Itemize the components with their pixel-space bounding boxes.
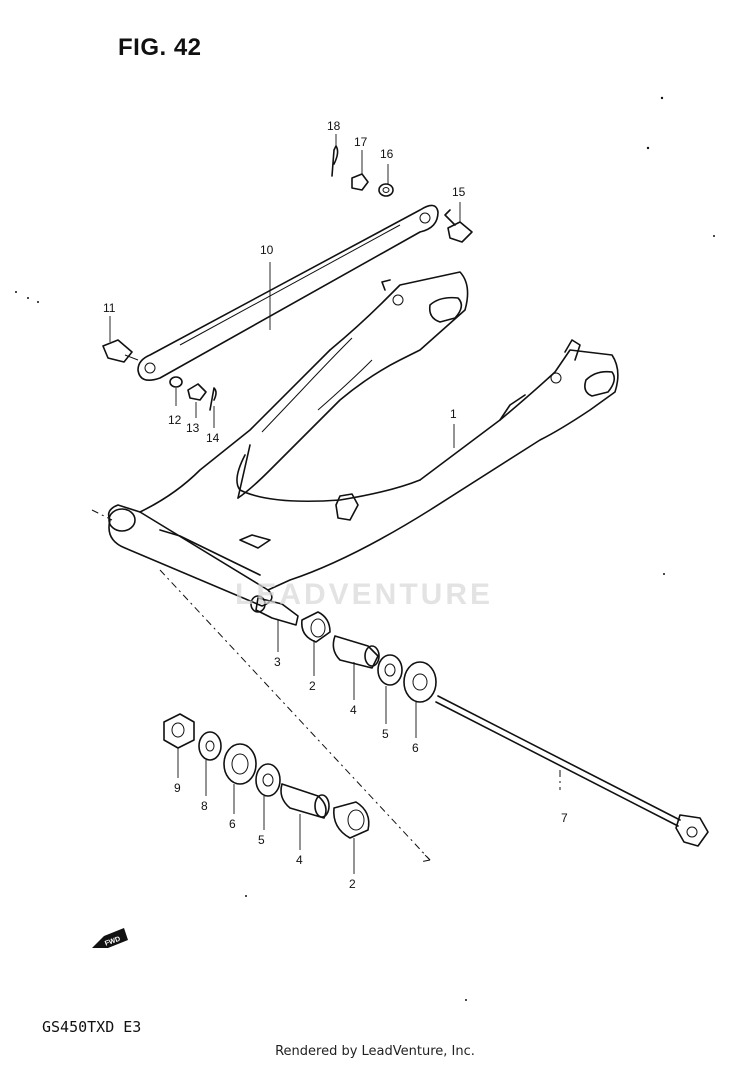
swingarm-part-1 <box>107 271 619 607</box>
washer-part-8 <box>198 731 222 761</box>
washer-part-16 <box>378 183 394 197</box>
model-code: GS450TXD E3 <box>42 1018 142 1036</box>
callout-5-upper: 5 <box>382 727 389 741</box>
spacer-part-4-upper <box>332 635 380 669</box>
callout-2-upper: 2 <box>309 679 316 693</box>
washer-part-5-upper <box>377 654 403 686</box>
cotter-pin-part-14 <box>209 387 217 411</box>
callout-9: 9 <box>174 781 181 795</box>
spacer-part-4-lower <box>280 783 330 819</box>
bearing-part-2-upper <box>300 611 331 643</box>
callout-8: 8 <box>201 799 208 813</box>
callout-7: 7 <box>561 811 568 825</box>
bearing-part-2-lower <box>333 801 370 839</box>
cotter-pin-part-18 <box>331 145 339 177</box>
callout-6-upper: 6 <box>412 741 419 755</box>
torque-link-part-10 <box>137 204 439 381</box>
washer-part-5-lower <box>255 763 281 797</box>
callout-15: 15 <box>452 185 466 199</box>
callout-2-lower: 2 <box>349 877 356 891</box>
callout-14: 14 <box>206 431 220 445</box>
seal-part-6-upper <box>403 661 437 703</box>
nut-part-13 <box>187 383 207 401</box>
callout-3: 3 <box>274 655 281 669</box>
callout-5-lower: 5 <box>258 833 265 847</box>
bushing-part-3 <box>250 595 299 626</box>
callout-10: 10 <box>260 243 274 257</box>
seal-part-6-lower <box>223 743 257 785</box>
callout-16: 16 <box>380 147 394 161</box>
callout-4-lower: 4 <box>296 853 303 867</box>
watermark: LEADVENTURE <box>235 578 494 611</box>
callout-12: 12 <box>168 413 182 427</box>
callout-4-upper: 4 <box>350 703 357 717</box>
nut-part-17 <box>351 173 369 191</box>
fwd-arrow-icon: FWD <box>92 928 128 948</box>
figure-title: FIG. 42 <box>118 34 202 61</box>
callout-18: 18 <box>327 119 341 133</box>
callout-6-lower: 6 <box>229 817 236 831</box>
rendered-by-credit: Rendered by LeadVenture, Inc. <box>275 1044 475 1059</box>
washer-part-12 <box>169 376 183 388</box>
nut-part-9 <box>163 713 195 749</box>
callout-13: 13 <box>186 421 200 435</box>
callout-11: 11 <box>103 301 116 315</box>
pivot-shaft-part-7 <box>435 695 709 847</box>
callout-1: 1 <box>450 407 457 421</box>
callout-17: 17 <box>354 135 368 149</box>
bolt-part-11 <box>102 339 139 363</box>
bolt-part-15 <box>444 209 473 243</box>
